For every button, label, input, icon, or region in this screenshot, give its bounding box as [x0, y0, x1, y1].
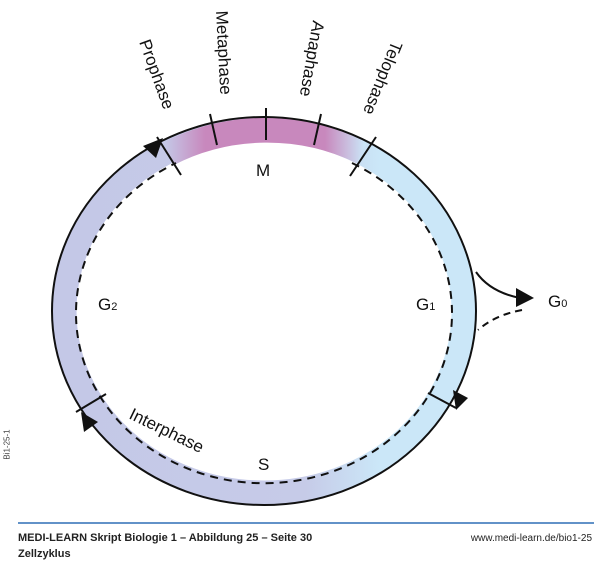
footer-caption: Zellzyklus [18, 548, 71, 560]
arrow-icon [143, 138, 163, 158]
g0-return-line [477, 309, 523, 331]
footer-source: MEDI-LEARN Skript Biologie 1 – Abbildung… [18, 532, 313, 544]
label-g2: G2 [98, 295, 117, 314]
label-anaphase: Anaphase [296, 19, 328, 98]
figure-code: Bi1-25-1 [2, 429, 12, 460]
cycle-band [51, 116, 477, 506]
phase-ticks [75, 108, 457, 413]
g0-arrow-icon [516, 288, 534, 307]
arrow-icon [81, 412, 98, 432]
label-s: S [258, 455, 269, 474]
label-telophase: Telophase [359, 39, 406, 118]
outer-outline [51, 116, 477, 506]
g0-exit-line [475, 271, 521, 299]
label-g1: G1 [416, 295, 435, 314]
arrow-icon [453, 390, 468, 410]
label-g0: G0 [548, 292, 567, 311]
label-metaphase: Metaphase [212, 10, 235, 95]
footer-url[interactable]: www.medi-learn.de/bio1-25 [470, 533, 592, 544]
label-m: M [256, 161, 270, 180]
mitosis-band [162, 117, 368, 166]
label-prophase: Prophase [135, 37, 178, 112]
